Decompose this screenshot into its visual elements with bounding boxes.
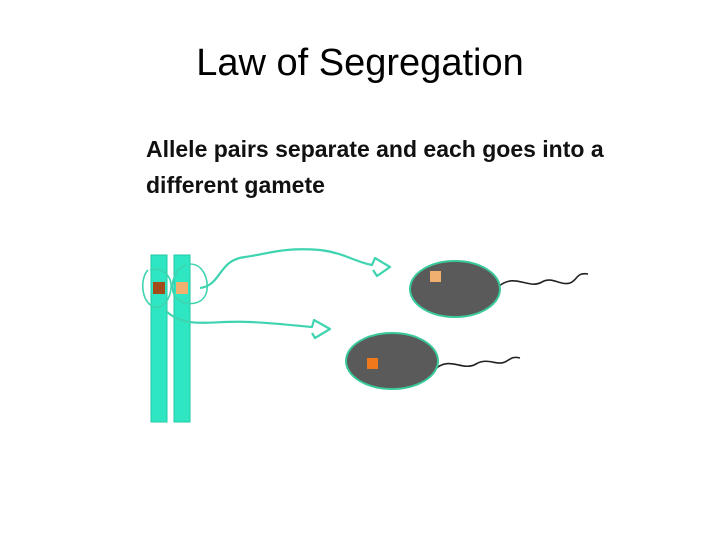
arrow-to-gamete-bottom [164,309,332,340]
gamete-top-head [409,260,501,318]
slide-body-text: Allele pairs separate and each goes into… [146,136,604,198]
chromosome-pair [142,254,208,423]
allele-marker-light [176,282,188,294]
allele-marker-dark [153,282,165,294]
chromosome-right [173,254,191,423]
gamete-top-allele [430,271,441,282]
arrow-to-gamete-top [199,248,392,290]
allele-circle-left [142,268,172,308]
gamete-bottom-head [345,332,439,390]
slide-title: Law of Segregation [196,42,524,84]
gamete-bottom [345,332,521,390]
chromosome-left [150,254,168,423]
gamete-top-tail [497,272,589,288]
gamete-bottom-allele [367,358,378,369]
gamete-bottom-tail [433,356,521,371]
allele-circle-right [171,263,208,305]
segregation-arrows [164,248,392,340]
gamete-top [409,260,589,318]
